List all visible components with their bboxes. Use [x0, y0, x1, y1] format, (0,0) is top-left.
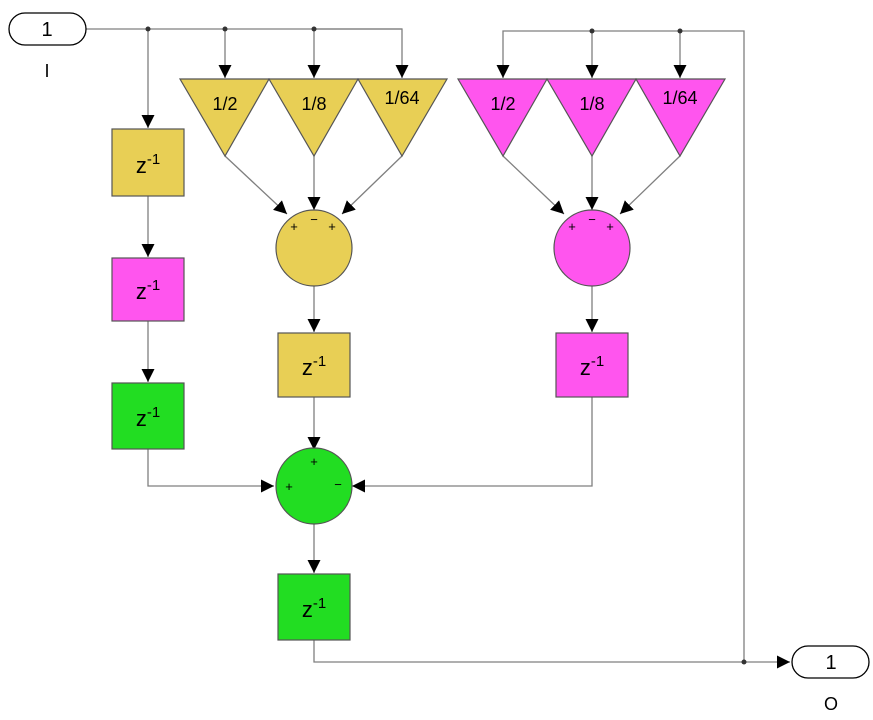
input-port-number: 1: [41, 19, 52, 41]
svg-text:+: +: [606, 219, 614, 234]
gain-yellow-1[interactable]: 1/2: [178, 78, 271, 158]
svg-text:1/2: 1/2: [490, 94, 515, 114]
svg-text:z-1: z-1: [136, 151, 160, 178]
output-port[interactable]: 1: [791, 645, 870, 679]
gain-magenta-3[interactable]: 1/64: [634, 78, 727, 158]
svg-text:−: −: [588, 212, 596, 227]
svg-text:z-1: z-1: [136, 404, 160, 431]
junction-dots: [145, 26, 747, 665]
svg-text:+: +: [285, 479, 293, 494]
delay-left-yellow[interactable]: z-1: [111, 128, 185, 197]
gain-magenta-1[interactable]: 1/2: [456, 78, 549, 158]
sum-yellow[interactable]: + − +: [275, 209, 353, 287]
svg-text:+: +: [310, 454, 318, 469]
delay-center-yellow[interactable]: z-1: [277, 332, 351, 398]
svg-text:1/64: 1/64: [662, 88, 697, 108]
delay-output-green[interactable]: z-1: [277, 573, 351, 641]
delay-left-magenta[interactable]: z-1: [111, 257, 185, 322]
svg-text:1/2: 1/2: [212, 94, 237, 114]
input-port[interactable]: 1: [8, 12, 87, 46]
output-port-number: 1: [825, 652, 836, 674]
svg-text:−: −: [334, 477, 342, 492]
gain-magenta-2[interactable]: 1/8: [545, 78, 638, 158]
svg-text:z-1: z-1: [302, 595, 326, 622]
svg-text:z-1: z-1: [302, 353, 326, 380]
signal-wires: [86, 28, 790, 669]
svg-text:−: −: [310, 212, 318, 227]
svg-text:1/64: 1/64: [384, 88, 419, 108]
delay-right-magenta[interactable]: z-1: [555, 332, 629, 398]
svg-text:1/8: 1/8: [301, 94, 326, 114]
output-port-name: O: [824, 694, 838, 714]
sum-magenta[interactable]: + − +: [553, 209, 631, 287]
input-port-name: I: [44, 61, 49, 81]
svg-text:+: +: [328, 219, 336, 234]
gain-yellow-2[interactable]: 1/8: [267, 78, 360, 158]
svg-text:z-1: z-1: [580, 353, 604, 380]
svg-text:+: +: [290, 219, 298, 234]
svg-text:z-1: z-1: [136, 277, 160, 304]
gain-yellow-3[interactable]: 1/64: [356, 78, 449, 158]
delay-left-green[interactable]: z-1: [111, 382, 185, 450]
svg-text:1/8: 1/8: [579, 94, 604, 114]
sum-green[interactable]: + + −: [275, 447, 353, 525]
svg-text:+: +: [568, 219, 576, 234]
